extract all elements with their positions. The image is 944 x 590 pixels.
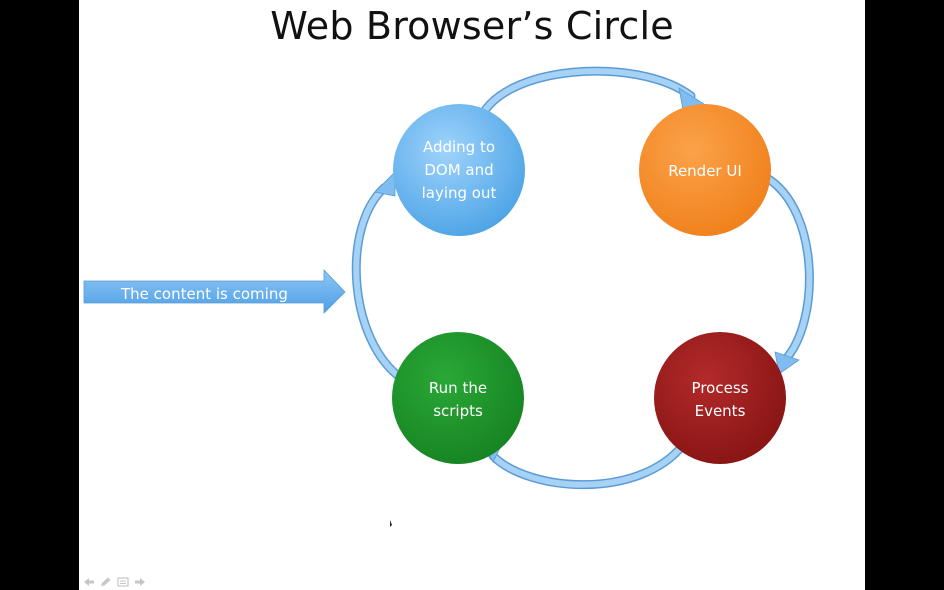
next-icon[interactable] [133, 576, 147, 588]
node-run-scripts-line-1: Run the [429, 379, 487, 397]
slides-menu-icon[interactable] [116, 576, 130, 588]
node-run-scripts: Run the scripts [392, 332, 524, 464]
slideshow-controls [82, 576, 147, 588]
pen-icon[interactable] [99, 576, 113, 588]
node-adding-dom-line-2: DOM and [424, 161, 493, 179]
node-process-events-line-2: Events [695, 402, 746, 420]
incoming-content-arrow: The content is coming [83, 269, 346, 314]
node-adding-dom-line-1: Adding to [423, 138, 495, 156]
node-run-scripts-line-2: scripts [433, 402, 483, 420]
slide-title: Web Browser’s Circle [270, 4, 674, 48]
slide: Web Browser’s Circle [79, 0, 865, 590]
node-adding-dom-line-3: laying out [422, 184, 497, 202]
node-process-events-line-1: Process [692, 379, 749, 397]
node-adding-dom: Adding to DOM and laying out [393, 104, 525, 236]
previous-icon[interactable] [82, 576, 96, 588]
node-render-ui: Render UI [639, 104, 771, 236]
arrow-events-to-scripts [482, 440, 688, 490]
arrow-render-to-events [762, 173, 814, 375]
node-render-ui-label: Render UI [668, 162, 742, 180]
browser-cycle-diagram: The content is coming [83, 66, 814, 527]
incoming-arrow-label: The content is coming [120, 285, 288, 303]
arrow-scripts-to-dom [351, 171, 406, 383]
cursor-icon [390, 520, 392, 527]
node-process-events: Process Events [654, 332, 786, 464]
